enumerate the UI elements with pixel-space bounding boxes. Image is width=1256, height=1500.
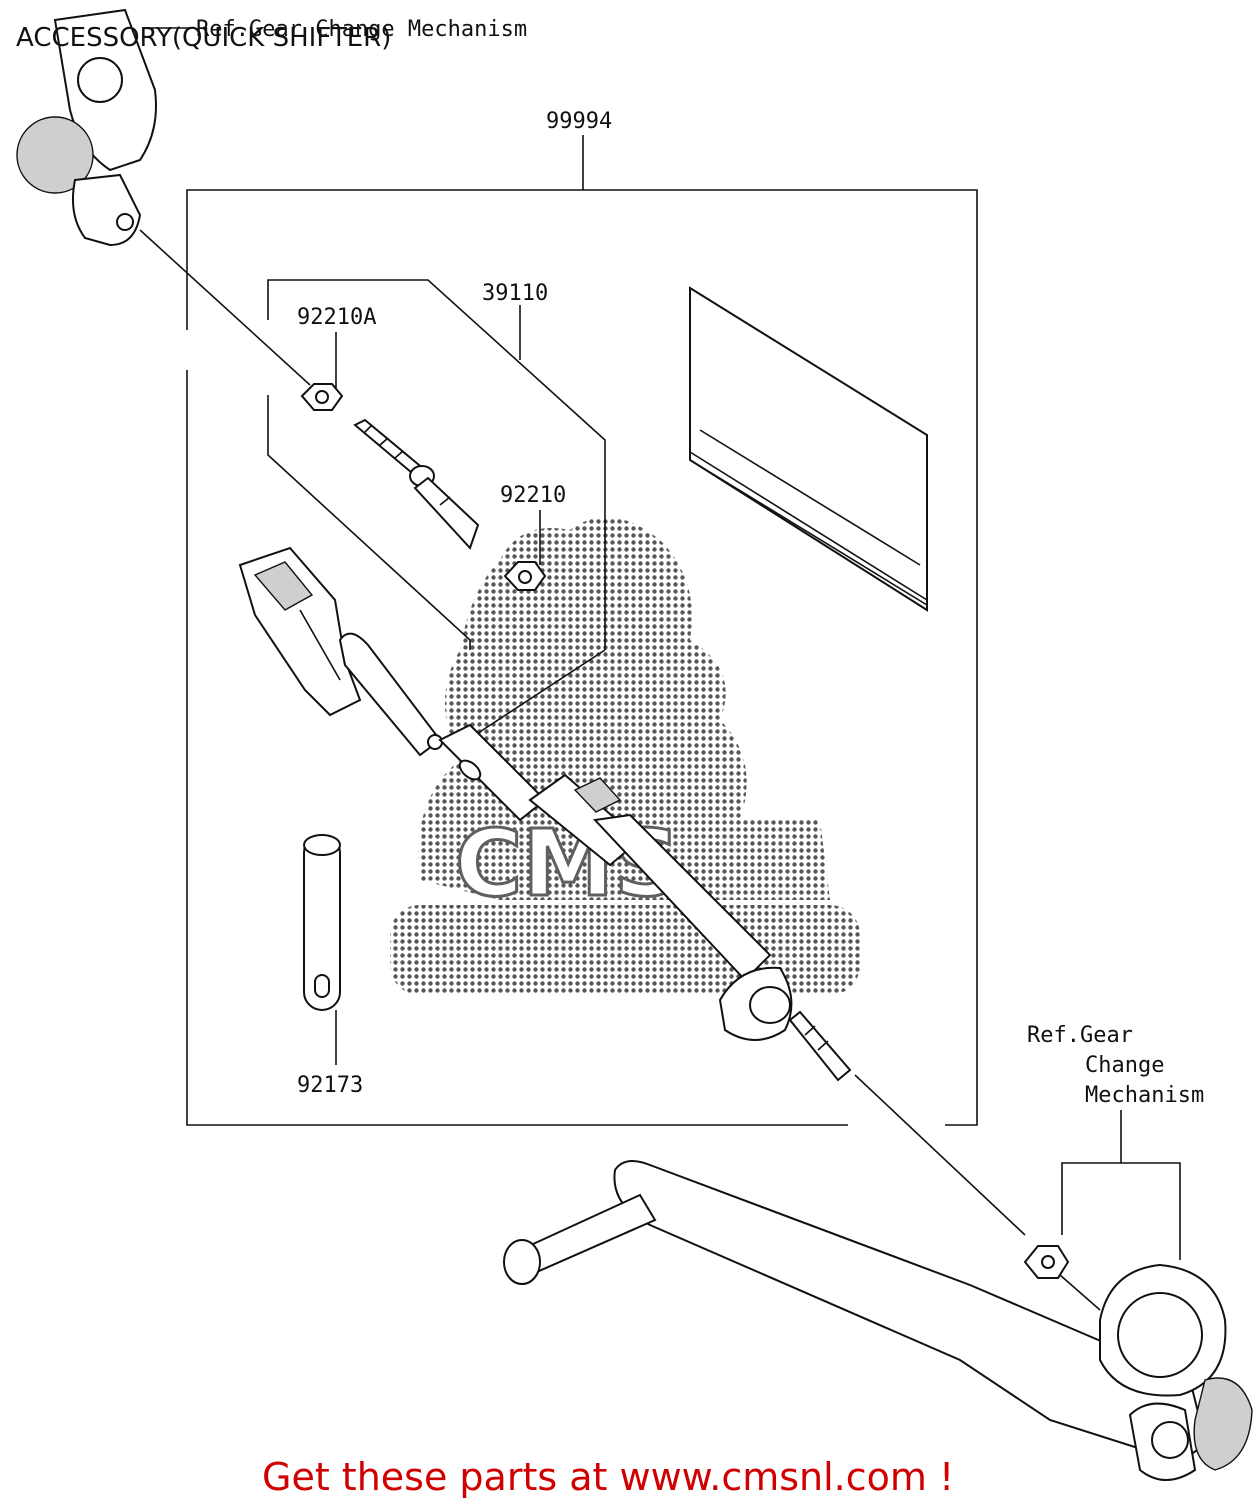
label-92210a: 92210A (297, 305, 376, 330)
label-92210: 92210 (500, 483, 566, 508)
shift-sensor-body-icon (438, 723, 852, 1082)
shift-lever-icon (503, 1160, 1253, 1481)
label-92173: 92173 (297, 1073, 363, 1098)
nut-92210a-icon (300, 383, 344, 411)
leader-lever-nut (1059, 1274, 1101, 1311)
instruction-sheet-icon (689, 286, 928, 612)
gear-change-arm-top (16, 8, 157, 247)
page-title: ACCESSORY(QUICK SHIFTER) (16, 23, 391, 53)
assembly-centerline-bottom (854, 1074, 1026, 1236)
nut-lever-icon (1023, 1245, 1070, 1279)
assembly-centerline-top (139, 229, 311, 386)
nut-92210-icon (503, 561, 547, 591)
promo-text: Get these parts at www.cmsnl.com ! (262, 1455, 954, 1499)
ref-label-right-3: Mechanism (1085, 1083, 1204, 1108)
connector-icon (238, 546, 443, 757)
label-99994: 99994 (546, 109, 612, 134)
strap-92173-icon (303, 834, 341, 1011)
rod-end-icon (353, 418, 480, 550)
ref-label-right-2: Change (1085, 1053, 1164, 1078)
sensor-bracket (267, 279, 606, 736)
ref-label-top: Ref.Gear Change Mechanism (196, 17, 527, 42)
ref-label-right-1: Ref.Gear (1027, 1023, 1133, 1048)
ref-right-bracket (1061, 1110, 1181, 1260)
kit-bracket (186, 135, 978, 1126)
label-39110: 39110 (482, 281, 548, 306)
